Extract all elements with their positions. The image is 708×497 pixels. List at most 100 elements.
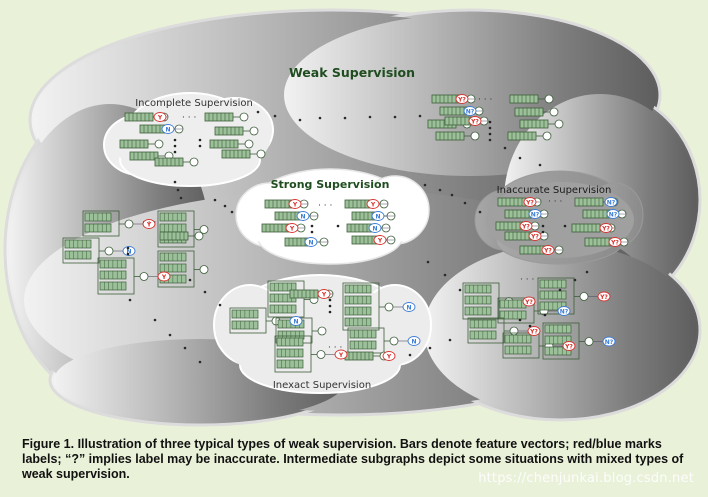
instance	[519, 245, 564, 255]
instance	[504, 209, 549, 219]
red-label-mark: Y?	[608, 237, 622, 247]
red-label-mark: Y	[366, 199, 380, 209]
blue-label-mark: N?	[602, 336, 616, 347]
instance	[519, 119, 564, 129]
svg-text:Y: Y	[146, 222, 152, 229]
watermark: https://chenjunkai.blog.csdn.net	[478, 471, 694, 486]
red-label-mark: Y	[334, 349, 348, 360]
instance	[264, 199, 309, 209]
svg-text:N?: N?	[607, 200, 616, 207]
svg-text:Y?: Y?	[521, 224, 530, 231]
svg-text:Y?: Y?	[457, 97, 466, 104]
red-label-mark: Y?	[527, 326, 541, 336]
red-label-mark: Y?	[455, 94, 469, 104]
instance	[439, 106, 484, 116]
instance	[584, 237, 629, 247]
instance	[507, 131, 552, 141]
red-label-mark: Y?	[528, 231, 542, 241]
instance	[495, 221, 540, 231]
instance	[509, 94, 554, 104]
instance	[159, 231, 204, 241]
red-label-mark: Y?	[541, 245, 555, 255]
ellipsis: · · ·	[318, 201, 332, 211]
instance-bag	[537, 277, 598, 315]
svg-text:N: N	[411, 339, 416, 346]
instance	[344, 351, 389, 361]
blue-label-mark: N?	[528, 209, 542, 219]
red-label-mark: Y?	[519, 221, 533, 231]
svg-text:Y: Y	[386, 354, 392, 361]
svg-text:N?: N?	[605, 339, 614, 346]
inaccurate-label: Inaccurate Supervision	[497, 185, 612, 196]
red-label-mark: Y?	[599, 223, 613, 233]
red-label-mark: Y	[373, 235, 387, 245]
instance	[221, 149, 266, 159]
instance	[444, 116, 489, 126]
red-label-mark: Y	[382, 351, 396, 361]
svg-text:N: N	[293, 319, 298, 326]
red-label-mark: Y?	[562, 341, 576, 351]
red-label-mark: Y?	[468, 116, 482, 126]
ellipsis: · · ·	[182, 113, 196, 123]
instance-bag	[274, 335, 335, 373]
red-label-mark: Y?	[597, 291, 611, 302]
instance	[119, 139, 164, 149]
red-label-mark: Y	[288, 199, 302, 209]
svg-text:Y: Y	[157, 115, 163, 122]
blue-label-mark: N?	[557, 306, 571, 316]
instance-bag	[342, 282, 403, 331]
incomplete-label: Incomplete Supervision	[135, 98, 253, 109]
instance	[504, 231, 549, 241]
svg-text:Y?: Y?	[599, 294, 608, 301]
svg-text:Y?: Y?	[610, 240, 619, 247]
svg-text:Y?: Y?	[529, 329, 538, 336]
svg-text:N: N	[372, 226, 377, 233]
blue-label-mark: N	[371, 211, 385, 221]
red-label-mark: Y?	[522, 296, 536, 307]
blue-label-mark: N	[304, 237, 318, 247]
svg-text:N?: N?	[466, 109, 475, 116]
red-label-mark: Y	[153, 112, 167, 122]
ellipsis: · · ·	[328, 343, 342, 353]
svg-text:N: N	[300, 214, 305, 221]
instance	[514, 107, 559, 117]
feature-vector-bars	[62, 94, 629, 373]
ellipsis: · · ·	[142, 218, 156, 228]
instance	[274, 211, 319, 221]
instance	[431, 94, 476, 104]
red-label-mark: Y	[317, 289, 331, 299]
svg-text:N: N	[406, 305, 411, 312]
svg-text:N: N	[308, 240, 313, 247]
strong-label: Strong Supervision	[271, 178, 390, 191]
svg-text:Y: Y	[289, 226, 295, 233]
red-label-mark: Y?	[523, 197, 537, 207]
blue-label-mark: N	[368, 223, 382, 233]
instance	[261, 223, 306, 233]
instance-bag	[542, 322, 603, 360]
svg-text:N?: N?	[531, 212, 540, 219]
instance	[209, 139, 254, 149]
blue-label-mark: N	[289, 316, 303, 326]
svg-text:Y: Y	[370, 202, 376, 209]
svg-text:N: N	[165, 127, 170, 134]
svg-text:N?: N?	[560, 309, 569, 316]
svg-text:Y?: Y?	[543, 248, 552, 255]
ellipsis: · · ·	[520, 275, 534, 285]
svg-text:Y: Y	[161, 274, 167, 281]
blue-label-mark: N	[161, 124, 175, 134]
inexact-label: Inexact Supervision	[273, 380, 371, 391]
instance	[344, 199, 389, 209]
svg-text:Y?: Y?	[564, 344, 573, 351]
svg-text:Y?: Y?	[601, 226, 610, 233]
red-label-mark: Y	[157, 271, 171, 282]
instance	[346, 223, 391, 233]
instance-bag	[97, 257, 158, 295]
instance	[351, 235, 396, 245]
main-title: Weak Supervision	[289, 65, 415, 80]
blue-label-mark: N?	[606, 209, 620, 219]
blue-label-mark: N	[407, 336, 421, 346]
svg-text:Y: Y	[292, 202, 298, 209]
red-label-mark: Y	[142, 219, 156, 229]
blue-label-mark: N?	[604, 197, 618, 207]
instance	[582, 209, 627, 219]
